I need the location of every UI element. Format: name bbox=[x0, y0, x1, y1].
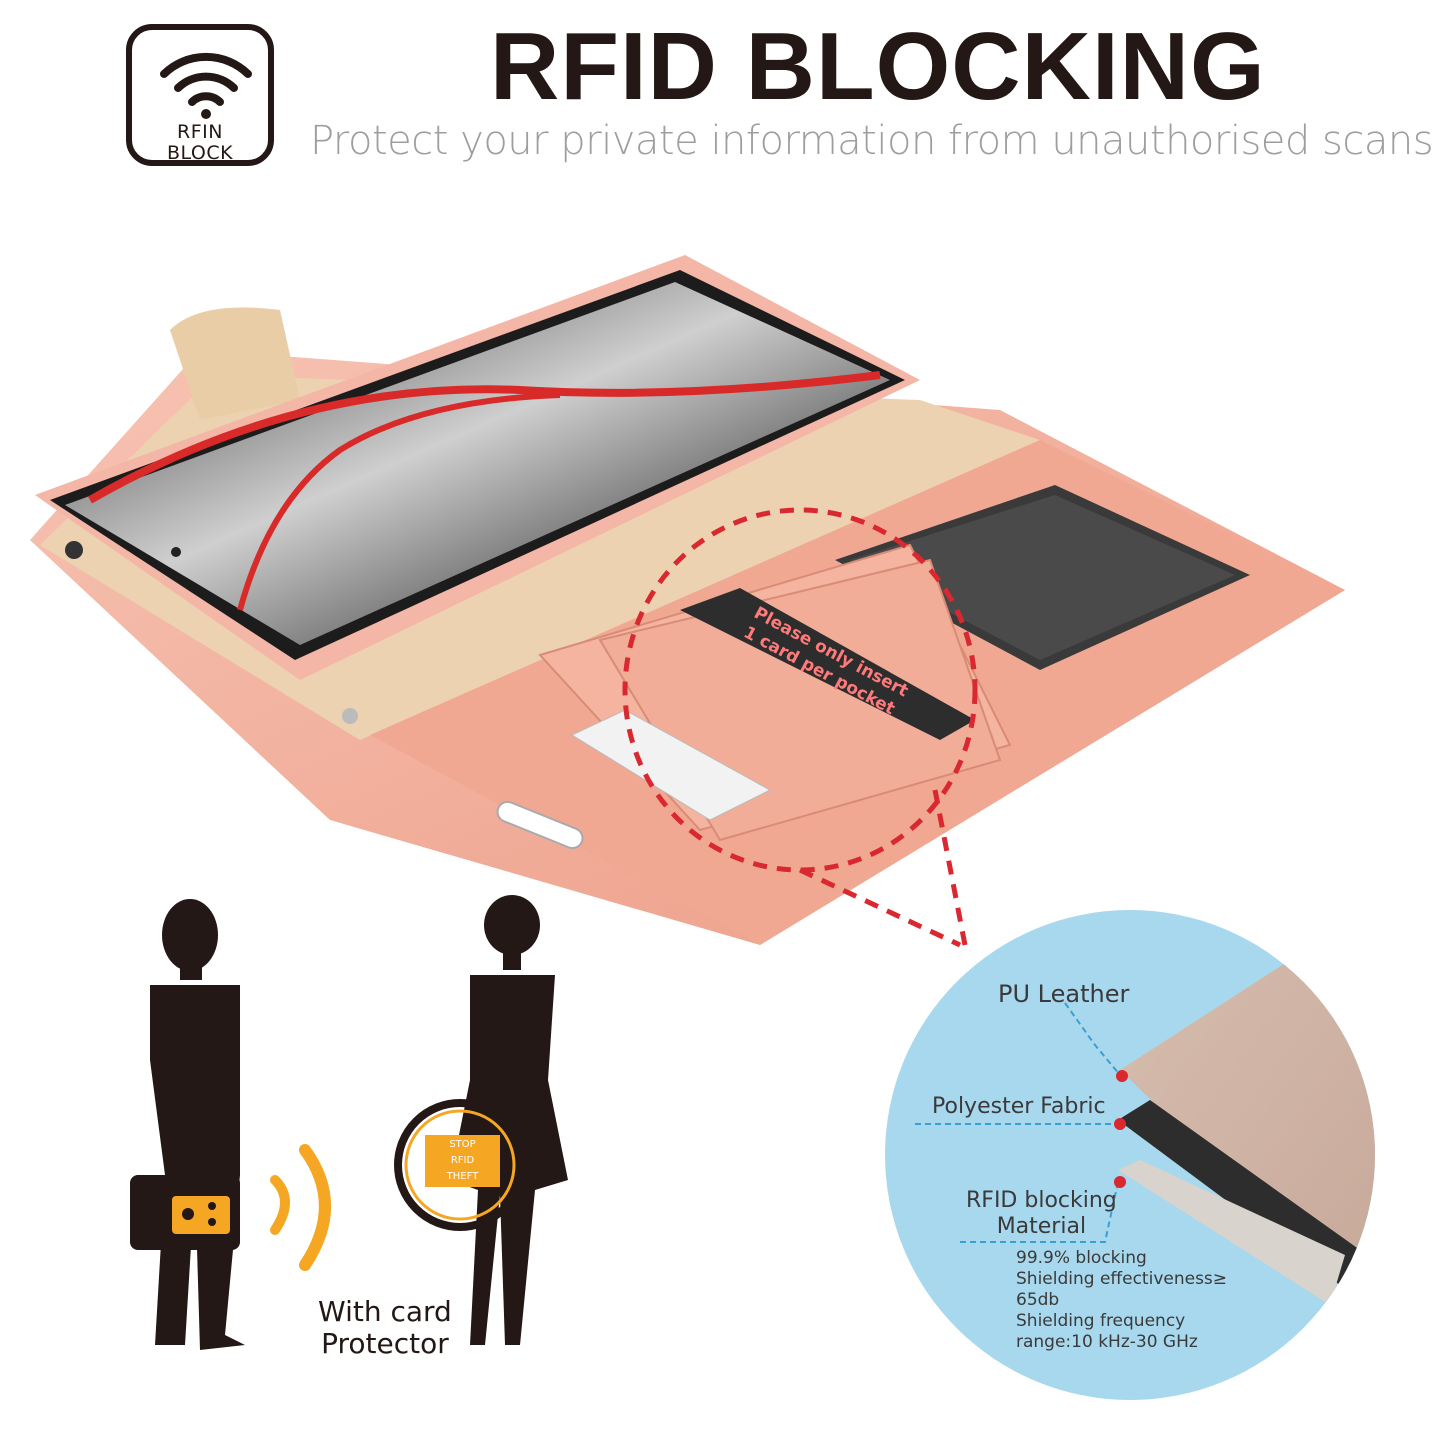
wallet-case bbox=[30, 307, 1345, 945]
theft-line: THEFT bbox=[446, 1171, 479, 1182]
wifi-icon bbox=[160, 52, 252, 119]
spec-item: range:10 kHz-30 GHz bbox=[1016, 1332, 1198, 1352]
material-zoom-circle bbox=[885, 910, 1375, 1400]
label-pu-leather: PU Leather bbox=[998, 980, 1130, 1008]
label-polyester-fabric: Polyester Fabric bbox=[932, 1094, 1106, 1119]
badge-label: RFIN BLOCK bbox=[132, 122, 268, 164]
spec-item: 99.9% blocking bbox=[1016, 1248, 1147, 1268]
man-silhouette bbox=[130, 899, 245, 1350]
rfid-material-line1: RFID blocking bbox=[966, 1188, 1117, 1213]
spec-item: Shielding effectiveness≥ bbox=[1016, 1269, 1228, 1289]
badge-line2: BLOCK bbox=[166, 142, 234, 164]
label-rfid-material: RFID blocking Material bbox=[966, 1188, 1117, 1240]
stop-rfid-theft-badge bbox=[394, 1099, 526, 1231]
stop-line: STOP bbox=[449, 1139, 476, 1150]
rfid-block-badge: RFIN BLOCK bbox=[126, 24, 274, 166]
rfid-line: RFID bbox=[450, 1155, 475, 1166]
rfid-material-line2: Material bbox=[996, 1214, 1087, 1239]
phone bbox=[35, 255, 920, 680]
page-title: RFID BLOCKING bbox=[490, 13, 1266, 120]
caption-line1: With card bbox=[318, 1295, 452, 1328]
stop-badge-text: STOP RFID THEFT bbox=[425, 1137, 500, 1185]
banknote bbox=[570, 709, 772, 821]
page-subtitle: Protect your private information from un… bbox=[310, 118, 1434, 164]
card-protector-caption: With card Protector bbox=[318, 1296, 452, 1360]
caption-line2: Protector bbox=[321, 1327, 449, 1360]
signal-waves-icon bbox=[270, 1144, 331, 1271]
spec-list: 99.9% blocking Shielding effectiveness≥ … bbox=[1016, 1248, 1227, 1353]
inserted-card bbox=[680, 588, 975, 740]
badge-line1: RFIN bbox=[177, 121, 223, 143]
callout-lines bbox=[622, 507, 978, 948]
woman-silhouette bbox=[450, 895, 568, 1345]
spec-item: 65db bbox=[1016, 1290, 1060, 1310]
spec-item: Shielding frequency bbox=[1016, 1311, 1186, 1331]
